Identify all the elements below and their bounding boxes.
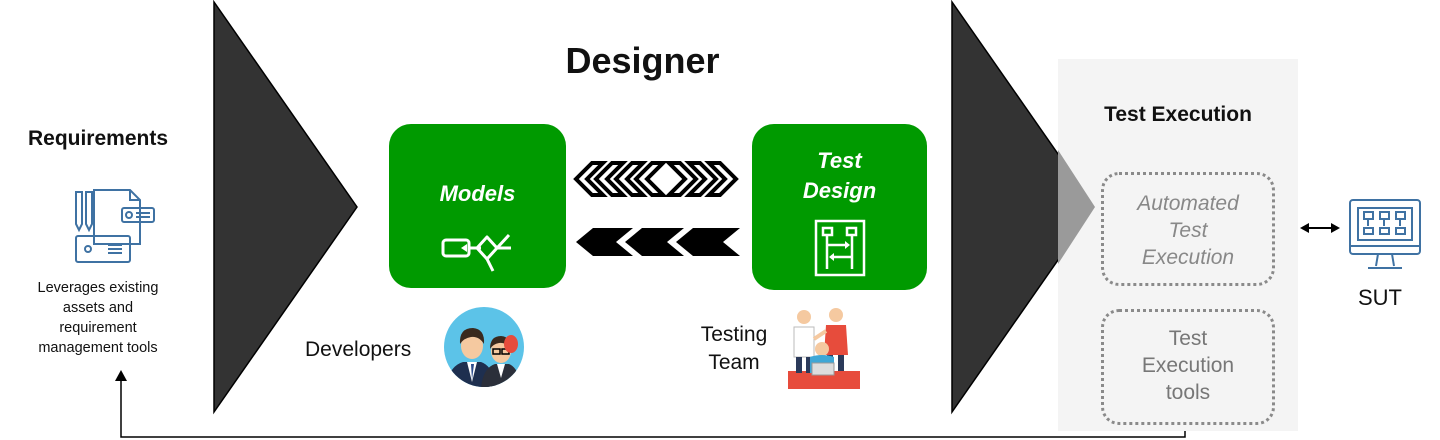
model-icon	[441, 233, 511, 272]
developers-icon	[444, 307, 524, 387]
sut-arrow	[1300, 223, 1340, 233]
chevron-tip	[1058, 150, 1095, 264]
automated-test-execution-box: Automated Test Execution	[1101, 172, 1275, 286]
test-design-label: Test Design	[802, 148, 877, 203]
monitor-icon	[1349, 199, 1421, 269]
test-execution-tools-box: Test Execution tools	[1101, 309, 1275, 425]
sut-label: SUT	[1358, 285, 1402, 310]
bidirectional-arrows	[573, 161, 739, 197]
requirements-description: Leverages existing assets and requiremen…	[37, 280, 159, 356]
test-execution-title: Test Execution	[1104, 103, 1252, 126]
test-design-box: Test Design	[752, 124, 927, 290]
feedback-line	[120, 378, 1186, 438]
document-icon	[75, 189, 155, 263]
testing-team-label: Testing Team	[700, 323, 768, 374]
left-chevron	[213, 0, 358, 415]
feedback-arrows	[576, 228, 740, 256]
test-design-icon	[814, 219, 866, 277]
designer-title: Designer	[565, 40, 720, 81]
feedback-arrowhead	[115, 370, 127, 381]
right-chevron	[951, 0, 1096, 415]
developers-label: Developers	[305, 338, 412, 361]
requirements-title: Requirements	[27, 127, 169, 150]
testing-team-icon	[788, 308, 860, 389]
test-execution-panel	[1058, 59, 1298, 431]
models-box: Models	[389, 124, 566, 288]
models-label: Models	[439, 181, 516, 206]
